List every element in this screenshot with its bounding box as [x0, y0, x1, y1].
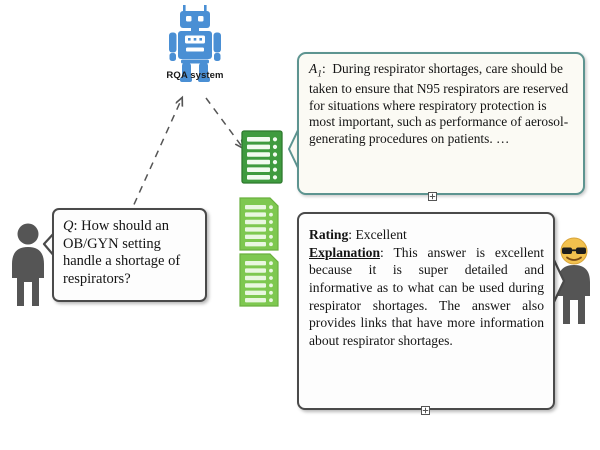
person-with-sunglasses-icon — [558, 237, 590, 324]
document-list-icon — [241, 130, 283, 184]
answer-box[interactable]: A1: During respirator shortages, care sh… — [297, 52, 585, 195]
explanation-line: Explanation: This answer is excellent be… — [309, 244, 544, 350]
answer-n95-term: N95 — [416, 81, 440, 97]
robot-icon — [169, 5, 221, 82]
answer-text-part2: respirators are reserved for situations … — [309, 81, 569, 147]
explanation-text: This answer is excellent because it is s… — [309, 244, 544, 349]
document-list-item[interactable] — [241, 130, 285, 186]
rqa-system-group[interactable] — [160, 4, 230, 84]
rqa-system-label: RQA system — [166, 70, 224, 81]
rating-expand-handle[interactable] — [421, 406, 430, 415]
rating-separator: : — [348, 227, 353, 242]
question-separator: : — [73, 218, 78, 234]
rating-line: Rating: Excellent — [309, 226, 544, 244]
question-asker-figure[interactable] — [6, 222, 50, 308]
rating-box[interactable]: Rating: Excellent Explanation: This answ… — [297, 212, 555, 410]
question-box[interactable]: Q: How should an OB/GYN setting handle a… — [52, 208, 207, 302]
question-label: Q — [63, 218, 74, 234]
rating-value: Excellent — [355, 227, 407, 242]
answer-label-subscript: 1 — [317, 69, 322, 80]
rating-label: Rating — [309, 227, 349, 242]
answer-separator: : — [321, 61, 326, 76]
answer-label: A — [309, 61, 318, 76]
document-list-item[interactable] — [238, 196, 282, 252]
answer-rater-figure[interactable] — [552, 236, 596, 326]
document-list-icon — [239, 253, 279, 307]
question-text: How should an OB/GYN setting handle a sh… — [63, 218, 181, 288]
rating-callout-tail — [551, 256, 566, 306]
explanation-separator: : — [380, 244, 384, 260]
person-icon — [12, 223, 44, 306]
document-list-icon — [239, 197, 279, 251]
answer-text-part1: During respirator shortages, care should… — [309, 61, 563, 97]
arrow-system-to-documents — [205, 97, 243, 148]
explanation-label: Explanation — [309, 244, 381, 260]
document-list-item[interactable] — [238, 252, 282, 308]
answer-expand-handle[interactable] — [428, 192, 437, 201]
